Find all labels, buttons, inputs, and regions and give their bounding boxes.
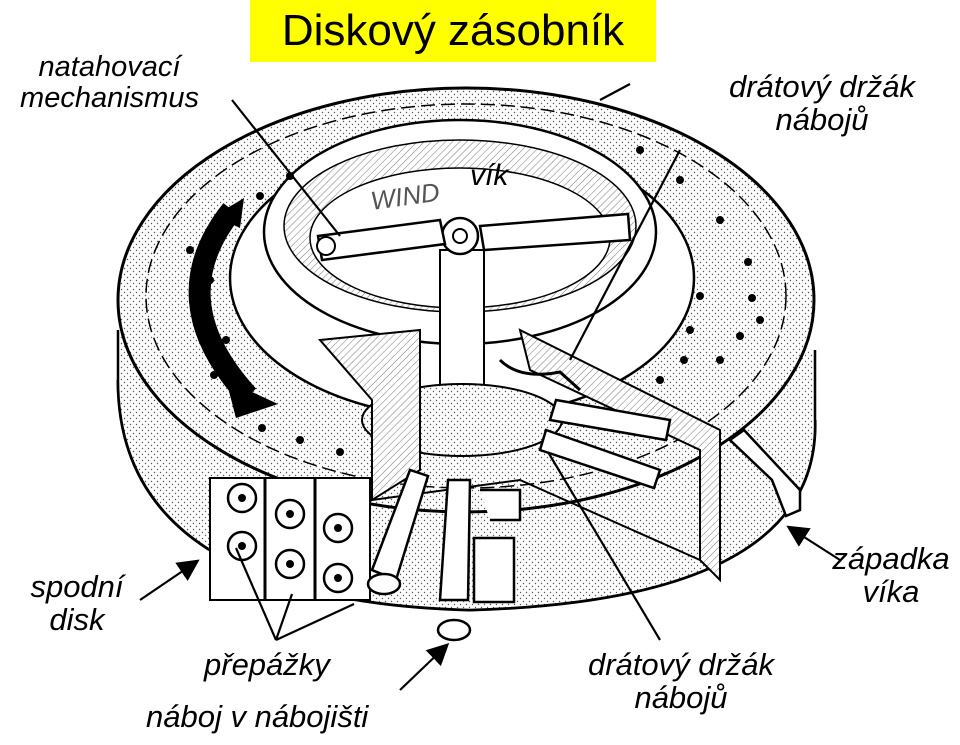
label-wire-holder-bottom-line2: nábojů [634,680,728,716]
label-winding-mechanism: natahovací mechanismus [2,51,217,115]
front-cartridge-base [366,572,402,596]
lid-bar [478,212,632,252]
leader-lines [139,83,841,691]
label-lid-text: vík [470,159,509,192]
rotation-arrow-tail [214,198,244,228]
label-partitions-text: přepážky [204,647,330,682]
label-wire-holder-top-line2: nábojů [775,102,869,138]
front-cartridge-base [436,618,472,642]
rotation-arrow [188,203,257,404]
lid-latch-part [728,428,802,518]
label-wire-holder-top-line1: drátový držák [728,69,916,104]
label-winding-mechanism-line2: mechanismus [20,82,199,115]
label-bottom-disk-line1: spodní [30,569,124,604]
label-lid-latch-line2: víka [862,574,920,610]
label-wire-holder-bottom-line1: drátový držák [587,647,775,682]
cartridge-primers [238,494,342,582]
wire-holder-clip [472,536,516,604]
label-lid: vík [470,159,509,192]
label-bottom-disk: spodní disk [22,570,132,637]
label-cartridge: náboj v nábojišti [146,700,368,733]
label-wire-holder-bottom: drátový držák nábojů [570,648,792,715]
label-partitions: přepážky [204,648,330,681]
label-wire-holder-top: drátový držák nábojů [712,70,932,137]
cutaway-left [317,328,421,502]
label-bottom-disk-line2: disk [49,602,105,638]
label-lid-latch-line1: západka [832,541,950,576]
hub-cap-inner [452,228,468,244]
central-hub [439,249,485,391]
rotation-arrowhead [226,380,278,418]
title: Diskový zásobník [250,0,656,62]
label-cartridge-text: náboj v nábojišti [146,699,369,734]
wire-holder-bottom-part [480,488,522,522]
wire-holder-top-part [498,358,582,392]
title-text: Diskový zásobník [281,6,625,55]
label-lid-latch: západka víka [824,542,958,609]
lever-pivot [316,236,336,256]
label-winding-mechanism-line1: natahovací [38,51,181,83]
